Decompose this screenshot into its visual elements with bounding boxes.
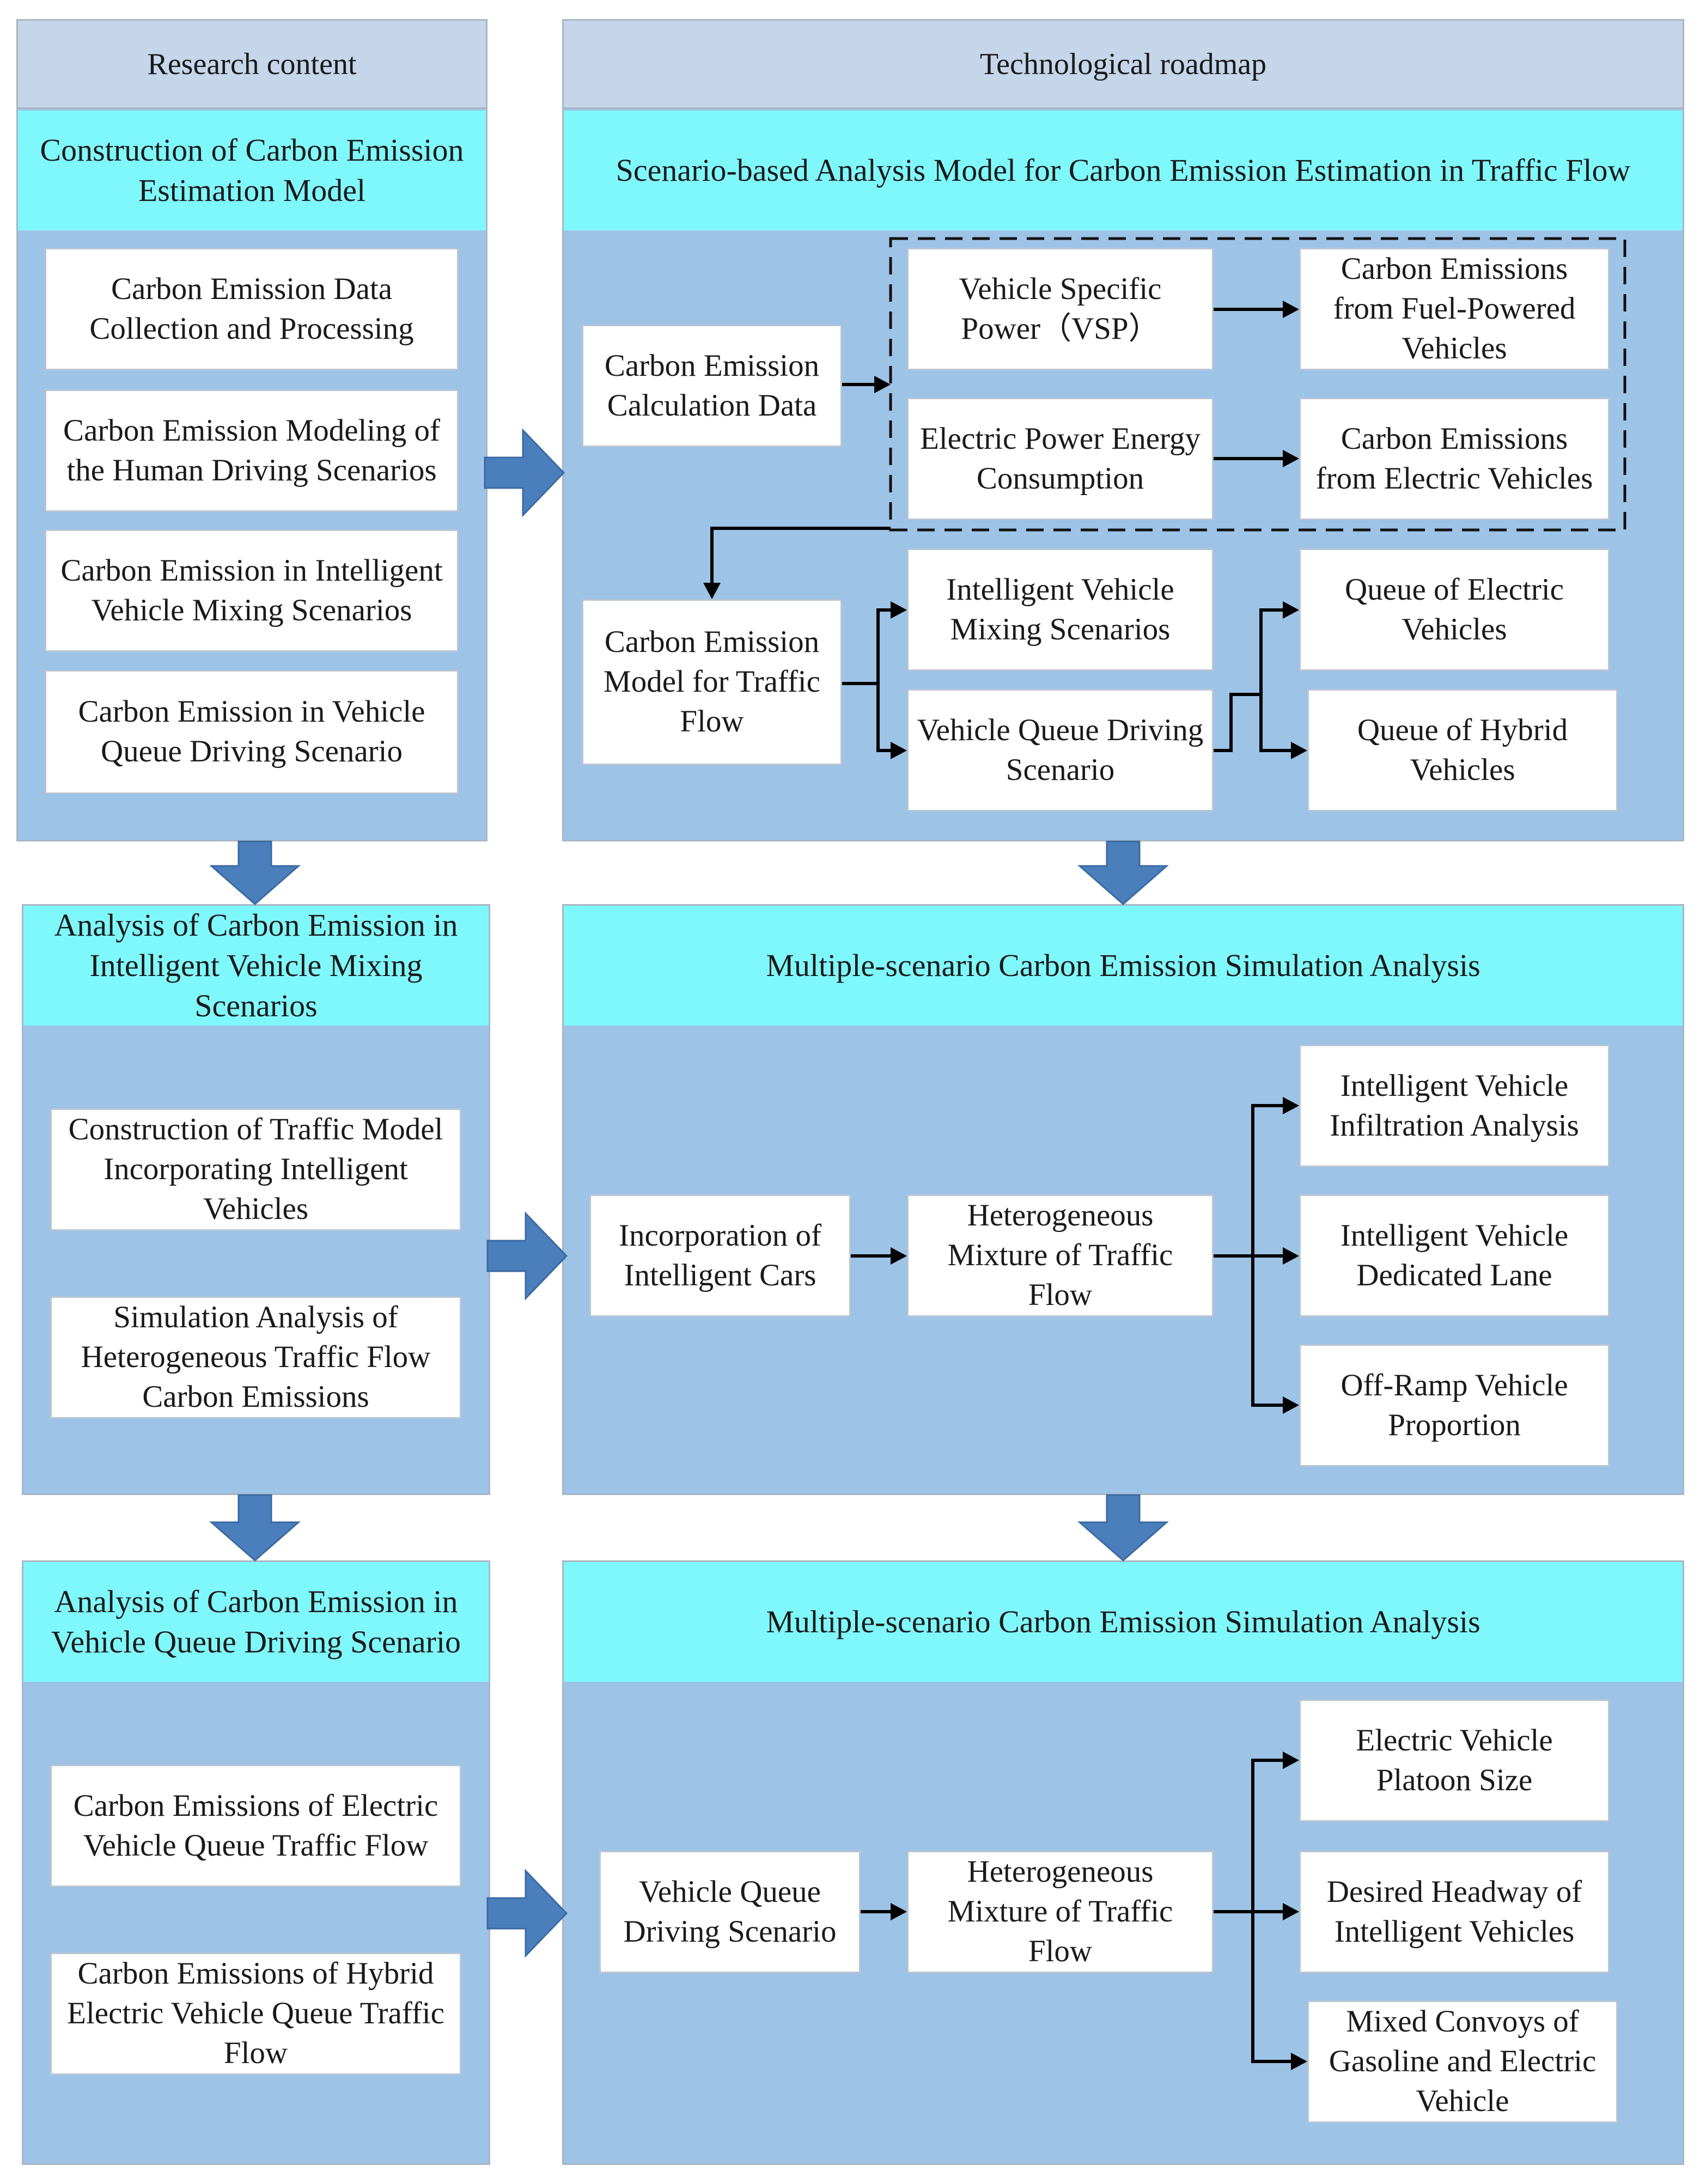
arrow-queue-to-ev bbox=[1214, 608, 1284, 752]
arrowhead bbox=[891, 1247, 907, 1265]
block-arrow-down-right-1 bbox=[1077, 840, 1169, 905]
arrowhead bbox=[703, 583, 721, 599]
left-section2-title: Analysis of Carbon Emission in Intellige… bbox=[23, 906, 489, 1026]
incorporation-box: Incorporation of Intelligent Cars bbox=[589, 1194, 851, 1317]
arrowhead bbox=[1283, 1396, 1299, 1414]
left-item-queue-scenario: Carbon Emission in Vehicle Queue Driving… bbox=[45, 670, 459, 794]
arrowhead bbox=[891, 742, 907, 759]
arrow-hetero-to-convoys bbox=[1251, 1912, 1293, 2063]
arrowhead bbox=[874, 376, 891, 393]
right-section2-title: Multiple-scenario Carbon Emission Simula… bbox=[564, 906, 1683, 1026]
arrowhead bbox=[1283, 601, 1299, 619]
queue-scenario-box: Vehicle Queue Driving Scenario bbox=[907, 689, 1214, 812]
arrow-model-to-queue bbox=[876, 684, 893, 752]
arrowhead bbox=[1283, 450, 1299, 467]
arrowhead bbox=[891, 1903, 907, 1920]
arrowhead bbox=[1283, 1097, 1299, 1114]
arrowhead bbox=[1283, 301, 1299, 318]
arrowhead bbox=[1283, 1752, 1299, 1769]
arrowhead bbox=[891, 601, 907, 619]
infiltration-box: Intelligent Vehicle Infiltration Analysi… bbox=[1299, 1045, 1610, 1167]
hetero-box-2: Heterogeneous Mixture of Traffic Flow bbox=[907, 1194, 1214, 1317]
queue-hybrid-box: Queue of Hybrid Vehicles bbox=[1307, 689, 1618, 812]
arrowhead bbox=[1283, 1903, 1299, 1920]
block-arrow-right-2 bbox=[486, 1211, 568, 1301]
platoon-size-box: Electric Vehicle Platoon Size bbox=[1299, 1699, 1610, 1822]
dashed-group bbox=[889, 237, 1626, 532]
header-technological-roadmap: Technological roadmap bbox=[562, 19, 1684, 109]
left-section1-title: Construction of Carbon Emission Estimati… bbox=[18, 111, 486, 230]
arrowhead bbox=[1291, 2053, 1307, 2070]
left-item-data-collection: Carbon Emission Data Collection and Proc… bbox=[45, 248, 459, 370]
mixed-convoys-box: Mixed Convoys of Gasoline and Electric V… bbox=[1307, 2000, 1618, 2123]
left-item-hybrid-queue: Carbon Emissions of Hybrid Electric Vehi… bbox=[50, 1953, 461, 2075]
block-arrow-down-left-2 bbox=[209, 1494, 301, 1561]
left-item-traffic-model: Construction of Traffic Model Incorporat… bbox=[50, 1108, 461, 1231]
left-item-human-driving: Carbon Emission Modeling of the Human Dr… bbox=[45, 389, 459, 512]
off-ramp-box: Off-Ramp Vehicle Proportion bbox=[1299, 1344, 1610, 1467]
fuel-emissions-box: Carbon Emissions from Fuel-Powered Vehic… bbox=[1299, 248, 1610, 370]
arrow-hetero-to-infiltration bbox=[1214, 1104, 1284, 1258]
desired-headway-box: Desired Headway of Intelligent Vehicles bbox=[1299, 1851, 1610, 1973]
right-section1-title: Scenario-based Analysis Model for Carbon… bbox=[564, 111, 1683, 230]
arrowhead bbox=[1283, 1247, 1299, 1265]
left-item-simulation-analysis: Simulation Analysis of Heterogeneous Tra… bbox=[50, 1296, 461, 1419]
header-research-content: Research content bbox=[16, 19, 488, 109]
arrow-hetero-to-offramp bbox=[1251, 1256, 1284, 1407]
arrow-hetero-to-platoon bbox=[1214, 1759, 1284, 1913]
block-arrow-down-right-2 bbox=[1077, 1494, 1169, 1561]
left-section3-title: Analysis of Carbon Emission in Vehicle Q… bbox=[23, 1562, 489, 1682]
left-item-mixing-scenarios: Carbon Emission in Intelligent Vehicle M… bbox=[45, 529, 459, 652]
arrow-queue-to-hybrid bbox=[1259, 694, 1293, 752]
block-arrow-down-left-1 bbox=[209, 840, 301, 905]
vsp-box: Vehicle Specific Power（VSP） bbox=[907, 248, 1214, 370]
arrow-group-to-model bbox=[710, 527, 891, 585]
block-arrow-right-1 bbox=[484, 428, 565, 517]
dedicated-lane-box: Intelligent Vehicle Dedicated Lane bbox=[1299, 1194, 1610, 1317]
arrowhead bbox=[1291, 742, 1307, 759]
queue-ev-box: Queue of Electric Vehicles bbox=[1299, 548, 1610, 671]
traffic-model-box: Carbon Emission Model for Traffic Flow bbox=[582, 599, 842, 765]
right-section3-title: Multiple-scenario Carbon Emission Simula… bbox=[564, 1562, 1683, 1682]
queue-scenario-box-3: Vehicle Queue Driving Scenario bbox=[599, 1851, 861, 1973]
mixing-scenarios-box: Intelligent Vehicle Mixing Scenarios bbox=[907, 548, 1214, 671]
calc-data-box: Carbon Emission Calculation Data bbox=[582, 325, 842, 447]
block-arrow-right-3 bbox=[486, 1869, 568, 1958]
electric-power-box: Electric Power Energy Consumption bbox=[907, 398, 1214, 520]
hetero-box-3: Heterogeneous Mixture of Traffic Flow bbox=[907, 1851, 1214, 1973]
arrow-model-to-mixing bbox=[842, 608, 893, 685]
ev-emissions-box: Carbon Emissions from Electric Vehicles bbox=[1299, 398, 1610, 520]
left-item-ev-queue: Carbon Emissions of Electric Vehicle Que… bbox=[50, 1765, 461, 1887]
